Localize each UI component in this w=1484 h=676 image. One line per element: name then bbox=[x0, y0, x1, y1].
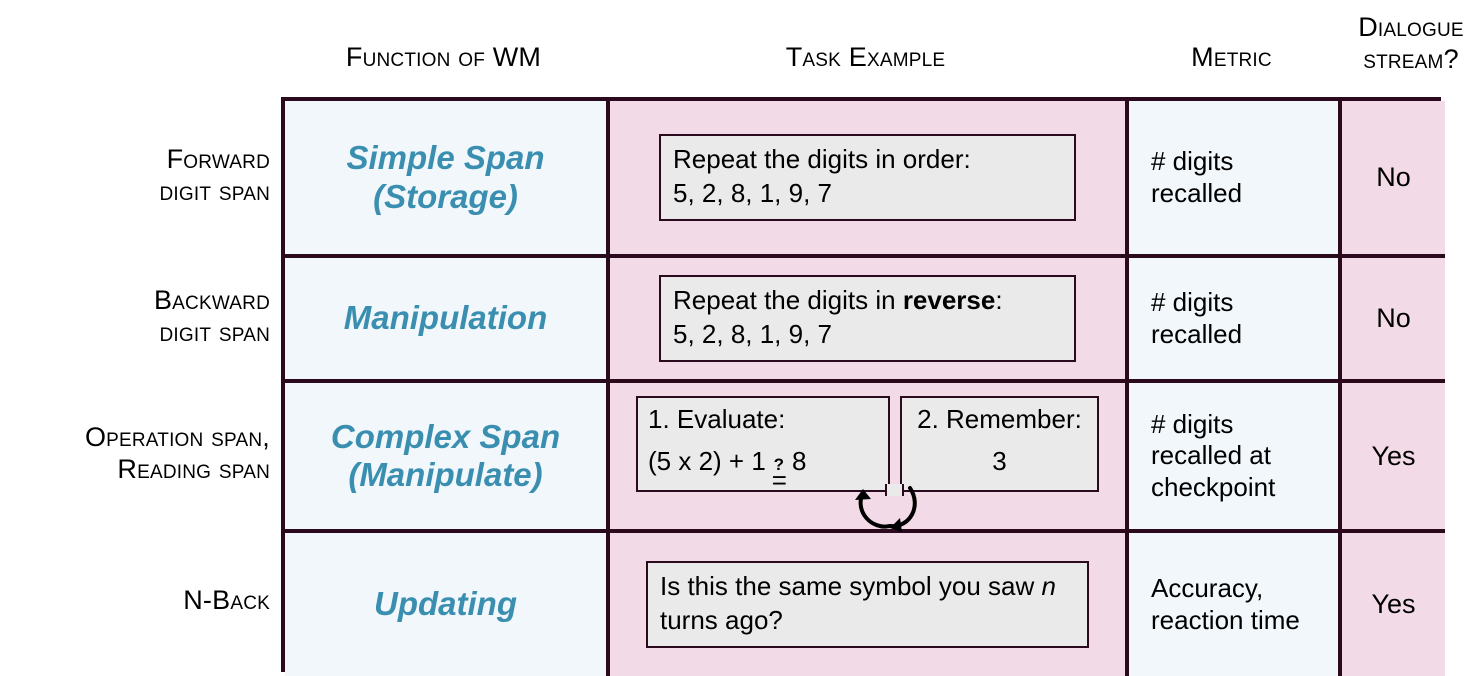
cell-function-forward-digit-span: Simple Span (Storage) bbox=[285, 101, 610, 258]
metric-text: # digits recalled bbox=[1129, 287, 1338, 349]
cell-dialogue-forward-digit-span: No bbox=[1342, 101, 1445, 258]
cell-task-backward-digit-span: Repeat the digits in reverse: 5, 2, 8, 1… bbox=[610, 258, 1129, 383]
metric-line1: # digits bbox=[1151, 146, 1234, 177]
dialogue-value: Yes bbox=[1371, 440, 1416, 471]
metric-line1: Accuracy, bbox=[1151, 573, 1264, 604]
metric-line2: recalled at bbox=[1151, 440, 1271, 471]
question-equals-icon: ?= bbox=[771, 454, 787, 495]
row-label-forward-digit-span: Forward digit span bbox=[0, 97, 270, 254]
row-label-line2: Reading span bbox=[117, 454, 270, 484]
task-line2: turns ago? bbox=[660, 604, 783, 635]
circular-double-arrow-icon bbox=[855, 486, 917, 532]
task-variable-n: n bbox=[1041, 571, 1056, 602]
function-label-line1: Manipulation bbox=[343, 299, 548, 337]
column-header-task-example: Task Example bbox=[785, 42, 946, 72]
dialogue-value: Yes bbox=[1371, 589, 1416, 619]
metric-text: Accuracy, reaction time bbox=[1129, 573, 1338, 635]
task-prefix: Is this the same symbol you saw bbox=[660, 571, 1042, 602]
function-label-line1: Complex Span bbox=[330, 417, 561, 455]
row-label-line2: digit span bbox=[159, 316, 270, 347]
task-example-box: Repeat the digits in order: 5, 2, 8, 1, … bbox=[659, 134, 1076, 221]
function-label-line2: (Storage) bbox=[373, 177, 518, 215]
comparison-table: Simple Span (Storage) Repeat the digits … bbox=[281, 97, 1445, 676]
function-label: Complex Span (Manipulate) bbox=[323, 418, 568, 495]
cell-metric-complex-span: # digits recalled at checkpoint bbox=[1129, 383, 1342, 533]
task-line1: Repeat the digits in order: bbox=[673, 144, 971, 175]
task-line1: Is this the same symbol you saw n bbox=[660, 570, 1075, 603]
metric-text: # digits recalled bbox=[1129, 146, 1338, 208]
cell-dialogue-backward-digit-span: No bbox=[1342, 258, 1445, 383]
complex-span-diagram: 1. Evaluate: (5 x 2) + 1?=8 2. Remember:… bbox=[636, 396, 1099, 532]
evaluate-expression: (5 x 2) + 1?=8 bbox=[648, 445, 878, 495]
expression-left: (5 x 2) + 1 bbox=[648, 445, 766, 476]
function-label: Manipulation bbox=[336, 299, 555, 337]
row-label-n-back: N-Back bbox=[0, 529, 270, 672]
row-label-backward-digit-span: Backward digit span bbox=[0, 254, 270, 379]
cell-dialogue-n-back: Yes bbox=[1342, 533, 1445, 676]
row-label-operation-reading-span: Operation span, Reading span bbox=[0, 379, 270, 529]
function-label-line2: (Manipulate) bbox=[348, 456, 543, 493]
metric-line2: recalled bbox=[1151, 318, 1243, 349]
metric-line2: recalled bbox=[1151, 177, 1243, 208]
function-label: Simple Span (Storage) bbox=[338, 139, 552, 216]
expression-right: 8 bbox=[791, 445, 807, 476]
task-line1: Repeat the digits in reverse: bbox=[673, 284, 1062, 317]
column-header-dialogue-line2: stream? bbox=[1363, 43, 1459, 74]
metric-line2: reaction time bbox=[1151, 604, 1300, 635]
dialogue-value: No bbox=[1376, 162, 1411, 192]
task-prefix: Repeat the digits in bbox=[673, 285, 903, 316]
task-example-box: Repeat the digits in reverse: 5, 2, 8, 1… bbox=[659, 275, 1076, 362]
cell-task-n-back: Is this the same symbol you saw n turns … bbox=[610, 533, 1129, 676]
cell-task-forward-digit-span: Repeat the digits in order: 5, 2, 8, 1, … bbox=[610, 101, 1129, 258]
task-example-box-evaluate: 1. Evaluate: (5 x 2) + 1?=8 bbox=[636, 396, 890, 495]
task-emphasis: reverse bbox=[902, 285, 996, 316]
equals-glyph: = bbox=[771, 464, 787, 495]
box-connector-notch bbox=[885, 484, 904, 496]
function-label-line1: Simple Span bbox=[346, 139, 545, 177]
row-label-line1: Operation span, bbox=[84, 422, 270, 453]
metric-line3: checkpoint bbox=[1151, 471, 1276, 502]
cell-metric-backward-digit-span: # digits recalled bbox=[1129, 258, 1342, 383]
task-line2: 5, 2, 8, 1, 9, 7 bbox=[673, 318, 832, 349]
task-line2: 5, 2, 8, 1, 9, 7 bbox=[673, 177, 832, 208]
cell-function-complex-span: Complex Span (Manipulate) bbox=[285, 383, 610, 533]
cell-task-complex-span: 1. Evaluate: (5 x 2) + 1?=8 2. Remember:… bbox=[610, 383, 1129, 533]
row-label-line1: Forward bbox=[166, 143, 270, 174]
cell-dialogue-complex-span: Yes bbox=[1342, 383, 1445, 533]
cell-metric-forward-digit-span: # digits recalled bbox=[1129, 101, 1342, 258]
function-label: Updating bbox=[366, 585, 525, 623]
row-label-line1: N-Back bbox=[183, 584, 270, 615]
row-label-line2: digit span bbox=[159, 175, 270, 206]
remember-value: 3 bbox=[992, 445, 1007, 476]
question-mark-glyph: ? bbox=[773, 454, 785, 474]
column-header-dialogue-stream: Dialogue stream? bbox=[1338, 12, 1484, 76]
task-example-box-remember: 2. Remember: 3 bbox=[900, 396, 1099, 492]
remember-label: 2. Remember: bbox=[917, 404, 1082, 434]
cell-function-n-back: Updating bbox=[285, 533, 610, 676]
task-example-box: Is this the same symbol you saw n turns … bbox=[646, 561, 1089, 648]
cell-function-backward-digit-span: Manipulation bbox=[285, 258, 610, 383]
metric-text: # digits recalled at checkpoint bbox=[1129, 409, 1338, 503]
row-label-line1: Backward bbox=[153, 284, 270, 315]
evaluate-label: 1. Evaluate: bbox=[648, 404, 786, 434]
cell-metric-n-back: Accuracy, reaction time bbox=[1129, 533, 1342, 676]
column-header-metric: Metric bbox=[1191, 42, 1272, 72]
function-label-line1: Updating bbox=[374, 585, 517, 623]
column-header-function-of-wm: Function of WM bbox=[345, 42, 542, 72]
task-suffix: : bbox=[995, 285, 1003, 316]
metric-line1: # digits bbox=[1151, 409, 1234, 440]
metric-line1: # digits bbox=[1151, 287, 1234, 318]
column-header-dialogue-line1: Dialogue bbox=[1358, 12, 1464, 42]
dialogue-value: No bbox=[1376, 303, 1411, 333]
